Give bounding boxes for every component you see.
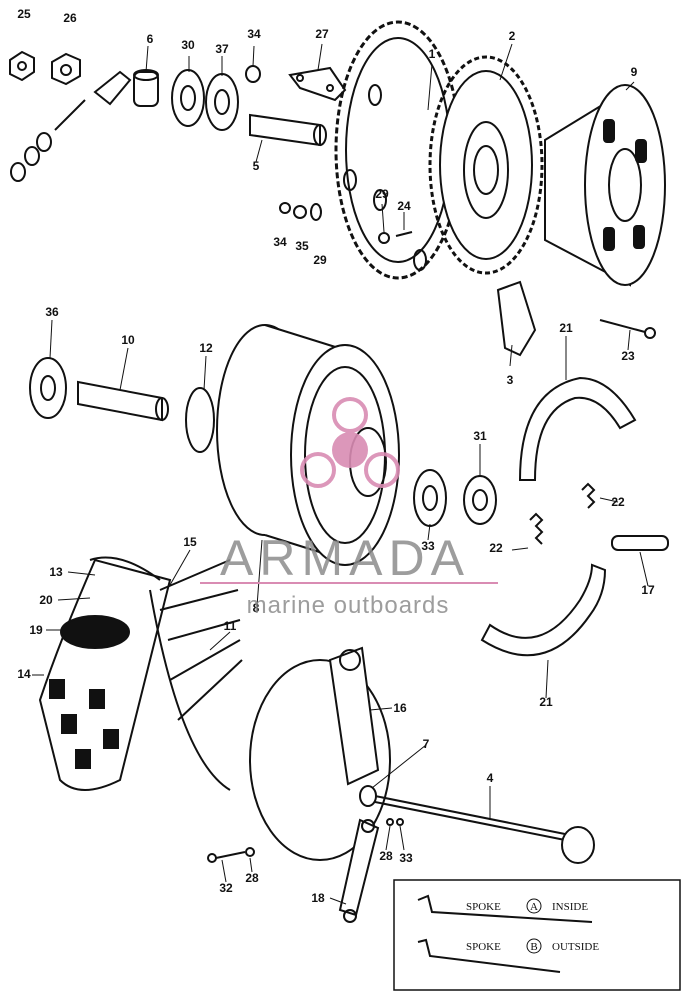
callout-label: 9 [631,65,638,79]
small-washers-34-35-29 [279,202,322,221]
callout-label: 34 [273,235,287,249]
callout-label: 35 [295,239,309,253]
callout-label: 21 [559,321,573,335]
watermark: ARMADA marine outboards [200,397,498,619]
legend-b-word: SPOKE [466,941,501,953]
legend-b-letter: B [530,941,537,953]
bolt-part-24 [378,231,413,244]
callout-label: 14 [17,667,31,681]
nut-part-25 [9,50,35,82]
spokes-part-11-15 [149,559,243,791]
legend-row-a: SPOKE A INSIDE [417,894,593,923]
callout-label: 6 [147,32,154,46]
callout-label: 28 [379,849,393,863]
spoke-b-icon [417,938,561,973]
callout-label: 37 [215,42,229,56]
watermark-subtitle: marine outboards [247,592,450,619]
callout-label: 19 [29,623,43,637]
callout-label: 17 [641,583,655,597]
callout-label: 29 [313,253,327,267]
callout-label: 8 [253,601,260,615]
brake-shoe-part-21-top [518,376,637,481]
callout-label: 27 [315,27,329,41]
watermark-title: ARMADA [220,530,470,586]
watermark-logo [300,397,400,488]
callout-label: 23 [621,349,635,363]
callout-label: 20 [39,593,53,607]
sprocket-part-2 [428,55,544,275]
spoke-a-icon [417,894,593,923]
callout-label: 18 [311,891,325,905]
callout-label: 21 [539,695,553,709]
callout-label: 10 [121,333,135,347]
washers-28-33 [386,818,404,826]
bearing-part-37 [205,73,239,131]
callout-label: 13 [49,565,63,579]
callout-label: 29 [375,187,389,201]
bearing-part-31 [463,475,497,525]
legend-frame [393,879,681,991]
callout-label: 36 [45,305,59,319]
bolt-part-23 [599,319,656,339]
bearing-part-30 [171,69,205,127]
callout-label: 28 [245,871,259,885]
callout-label: 31 [473,429,487,443]
brake-shoe-part-21-bottom [480,563,607,657]
nut-part-36 [29,357,67,419]
callout-label: 25 [17,7,31,21]
washers-and-bolt [10,70,132,182]
o-ring-part-12 [185,387,215,453]
bolt-part-32 [207,847,255,863]
legend-a-letter: A [530,901,538,913]
collar-part-7 [359,785,377,807]
callout-label: 7 [423,737,430,751]
leader-lines [32,43,649,905]
spoke-legend: SPOKE A INSIDE SPOKE B OUTSIDE [393,879,681,991]
callout-label: 5 [253,159,260,173]
callout-label: 22 [611,495,625,509]
spacer-part-6 [133,69,159,107]
callout-label: 22 [489,541,503,555]
callout-label: 11 [224,619,237,633]
hub-flange-part-9 [544,84,666,287]
callout-label: 3 [507,373,514,387]
callout-label: 33 [421,539,435,553]
legend-b-position: OUTSIDE [552,941,599,953]
pin-part-17 [611,535,669,551]
axle-part-4 [369,794,595,864]
callout-label: 33 [399,851,413,865]
rim-band-part-20 [89,556,161,581]
legend-row-b: SPOKE B OUTSIDE [417,938,599,973]
brake-arm-part-18 [338,818,380,923]
axle-sleeve-part-10 [77,380,169,422]
brake-cam-part-3 [496,280,537,357]
callout-label: 15 [183,535,197,549]
axle-sleeve-part-5 [249,113,327,147]
callout-label: 1 [429,47,436,61]
bearing-part-33 [413,469,447,527]
legend-a-circle [526,898,542,914]
callout-label: 16 [393,701,407,715]
brake-panel-part-16 [249,646,391,861]
legend-a-word: SPOKE [466,901,501,913]
callout-label: 34 [247,27,261,41]
wheel-hub-part-8 [216,324,400,566]
callout-label: 26 [63,11,77,25]
callout-label: 24 [397,199,411,213]
callout-label: 4 [487,771,494,785]
callout-label: 32 [219,881,233,895]
nut-part-34-top [245,65,261,83]
springs-part-22 [529,482,596,545]
plate-part-27 [288,66,347,102]
callout-label: 30 [181,38,195,52]
legend-a-position: INSIDE [552,901,588,913]
callout-label: 12 [199,341,213,355]
callout-label: 2 [509,29,516,43]
tube-part-19 [60,615,130,649]
legend-b-circle [526,938,542,954]
nut-part-26 [51,52,81,86]
